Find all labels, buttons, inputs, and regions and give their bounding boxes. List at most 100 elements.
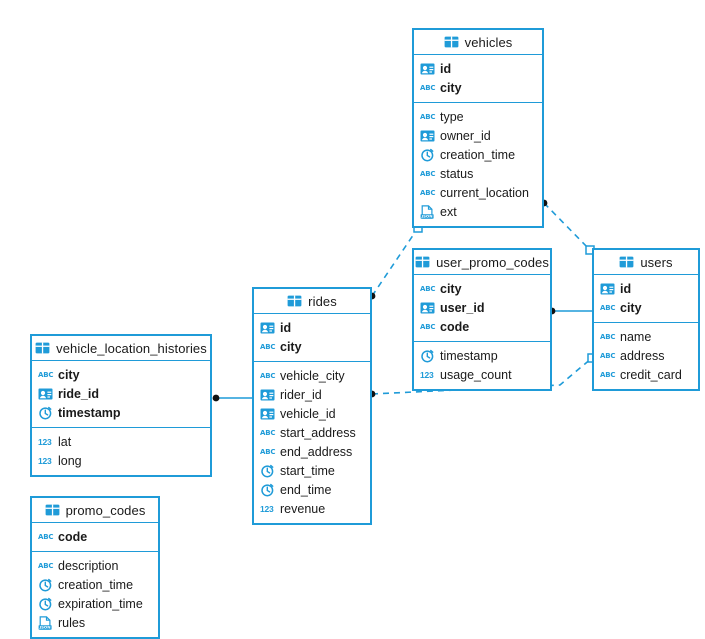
column-row[interactable]: ABC city xyxy=(414,78,542,97)
table-header-promo_codes: promo_codes xyxy=(32,498,158,523)
column-row[interactable]: rider_id xyxy=(254,385,370,404)
column-name: name xyxy=(620,329,652,344)
column-row[interactable]: ABC city xyxy=(414,279,550,298)
column-row[interactable]: ABC type xyxy=(414,107,542,126)
column-name: id xyxy=(440,61,452,76)
abc-string-icon: ABC xyxy=(600,332,616,341)
column-row[interactable]: creation_time xyxy=(32,575,158,594)
column-row[interactable]: JSON rules xyxy=(32,613,158,632)
column-row[interactable]: timestamp xyxy=(414,346,550,365)
123-number-icon: 123 xyxy=(38,436,52,447)
column-name: usage_count xyxy=(440,367,512,382)
column-name: end_address xyxy=(280,444,353,459)
clock-icon xyxy=(260,464,275,478)
column-row[interactable]: owner_id xyxy=(414,126,542,145)
id-badge-icon xyxy=(260,388,275,402)
table-title: promo_codes xyxy=(65,502,146,518)
column-row[interactable]: start_time xyxy=(254,461,370,480)
abc-string-icon: ABC xyxy=(260,428,276,437)
abc-string-icon: ABC xyxy=(260,371,276,380)
column-row[interactable]: ride_id xyxy=(32,384,210,403)
column-name: city xyxy=(280,339,302,354)
column-name: start_address xyxy=(280,425,356,440)
column-name: code xyxy=(58,529,88,544)
column-name: creation_time xyxy=(440,147,516,162)
table-title: vehicles xyxy=(464,34,513,50)
abc-string-icon: ABC xyxy=(420,112,436,121)
column-row[interactable]: 123 revenue xyxy=(254,499,370,518)
column-name: code xyxy=(440,319,470,334)
id-badge-icon xyxy=(38,387,53,401)
edge-endpoint-dot xyxy=(212,394,220,402)
abc-string-icon: ABC xyxy=(420,284,436,293)
table-grid-icon xyxy=(35,342,50,354)
table-header-users: users xyxy=(594,250,698,275)
id-badge-icon xyxy=(600,282,615,296)
relationship-upc-users[interactable] xyxy=(548,307,592,315)
column-row[interactable]: user_id xyxy=(414,298,550,317)
table-header-rides: rides xyxy=(254,289,370,314)
column-name: id xyxy=(280,320,292,335)
column-row[interactable]: id xyxy=(254,318,370,337)
table-header-vehicles: vehicles xyxy=(414,30,542,55)
column-row[interactable]: id xyxy=(414,59,542,78)
column-name: timestamp xyxy=(440,348,498,363)
column-row[interactable]: creation_time xyxy=(414,145,542,164)
column-name: city xyxy=(440,281,462,296)
abc-string-icon: ABC xyxy=(420,83,436,92)
table-header-vehicle_location_histories: vehicle_location_histories xyxy=(32,336,210,361)
123-number-icon: 123 xyxy=(260,503,274,514)
column-name: rules xyxy=(58,615,86,630)
column-row[interactable]: ABC code xyxy=(32,527,158,546)
column-name: type xyxy=(440,109,464,124)
column-row[interactable]: vehicle_id xyxy=(254,404,370,423)
column-name: start_time xyxy=(280,463,335,478)
column-row[interactable]: ABC start_address xyxy=(254,423,370,442)
column-row[interactable]: end_time xyxy=(254,480,370,499)
relationship-vehicles-users[interactable] xyxy=(540,199,595,255)
column-row[interactable]: timestamp xyxy=(32,403,210,422)
table-title: users xyxy=(640,254,673,270)
abc-string-icon: ABC xyxy=(38,532,54,541)
column-name: city xyxy=(620,300,642,315)
json-document-icon: JSON xyxy=(38,615,53,630)
column-name: vehicle_id xyxy=(280,406,336,421)
column-row[interactable]: expiration_time xyxy=(32,594,158,613)
column-row[interactable]: id xyxy=(594,279,698,298)
column-name: timestamp xyxy=(58,405,121,420)
relationship-vlh-rides[interactable] xyxy=(212,394,252,402)
column-name: end_time xyxy=(280,482,332,497)
abc-string-icon: ABC xyxy=(38,561,54,570)
column-name: city xyxy=(440,80,462,95)
table-header-user_promo_codes: user_promo_codes xyxy=(414,250,550,275)
column-row[interactable]: ABC name xyxy=(594,327,698,346)
primary-key-section: ABC code xyxy=(32,523,158,552)
column-name: revenue xyxy=(280,501,326,516)
